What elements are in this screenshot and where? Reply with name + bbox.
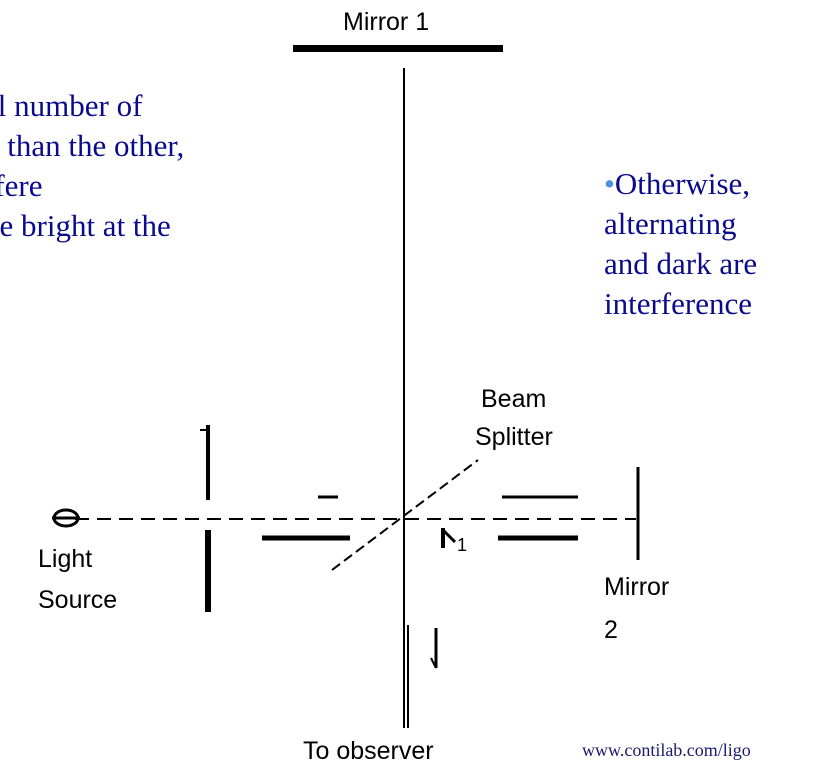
light-source-icon: [52, 508, 80, 528]
bullet-icon: •: [604, 166, 615, 201]
right-text-line: interference: [604, 286, 752, 321]
mirror-2-label: Mirror: [604, 573, 670, 601]
mirror-2-number: 2: [604, 616, 618, 644]
length-label-icon: [441, 528, 457, 548]
right-text-first: Otherwise,: [614, 166, 751, 201]
observer-label: To observer: [303, 737, 434, 765]
source-url: www.contilab.com/ligo: [582, 740, 751, 760]
right-text-block: •Otherwise, alternating and dark are int…: [604, 164, 757, 324]
observer-arrow-head: [430, 657, 437, 669]
splitter-label: Splitter: [475, 423, 553, 451]
right-text-line: and dark are: [604, 246, 758, 281]
mirror-1-label: Mirror 1: [343, 8, 430, 36]
right-text-line: •Otherwise,: [604, 164, 757, 204]
length-subscript: 1: [457, 535, 468, 555]
left-text-line: y than the other,: [0, 128, 185, 163]
light-label: Light: [38, 545, 93, 573]
left-text-line: al number of: [0, 88, 143, 123]
right-text-line: alternating: [604, 206, 737, 241]
mirror-1: [293, 45, 503, 52]
left-text-line: be bright at the: [0, 208, 171, 243]
left-text-block: al number of y than the other, rfere be …: [0, 86, 184, 246]
beam-splitter: [331, 459, 479, 571]
left-text-line: rfere: [0, 168, 43, 203]
source-label: Source: [38, 586, 118, 614]
beam-label: Beam: [481, 385, 547, 413]
